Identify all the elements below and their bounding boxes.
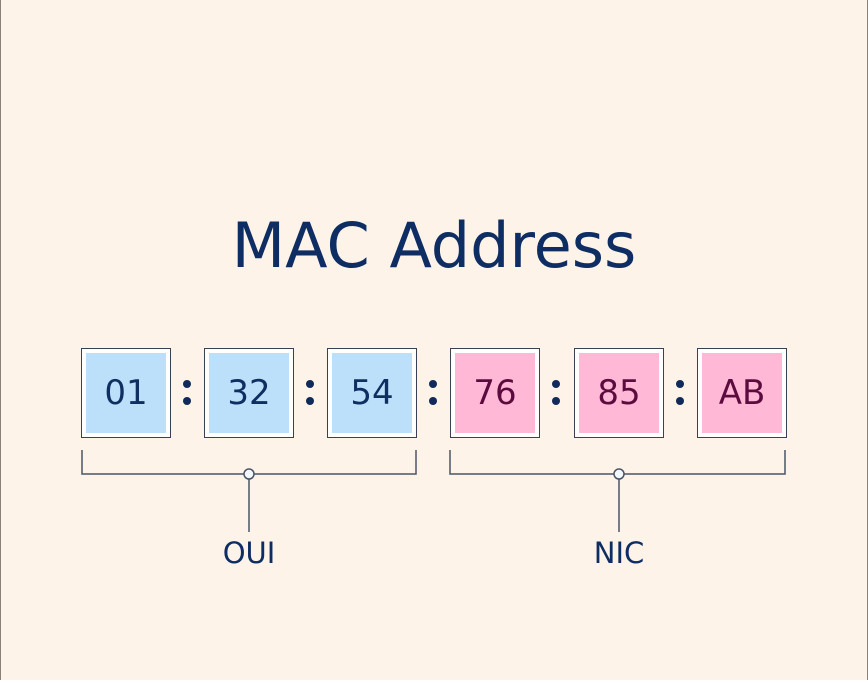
colon-dot <box>429 380 437 388</box>
colon-dot <box>306 397 314 405</box>
diagram-title: MAC Address <box>231 209 637 282</box>
nic-bracket <box>449 450 786 532</box>
colon-dot <box>183 397 191 405</box>
colon-separator <box>429 378 437 408</box>
octet-value: AB <box>702 353 782 433</box>
frame-left-border <box>0 0 1 680</box>
octet-value: 76 <box>455 353 535 433</box>
nic-label: NIC <box>593 536 645 570</box>
octet-box-2: 32 <box>204 348 294 438</box>
octet-box-6: AB <box>697 348 787 438</box>
octet-box-5: 85 <box>574 348 664 438</box>
octet-value: 01 <box>86 353 166 433</box>
octet-box-4: 76 <box>450 348 540 438</box>
octet-value: 85 <box>579 353 659 433</box>
colon-dot <box>676 397 684 405</box>
octet-box-1: 01 <box>81 348 171 438</box>
colon-dot <box>306 380 314 388</box>
octet-value: 32 <box>209 353 289 433</box>
octet-box-3: 54 <box>327 348 417 438</box>
colon-dot <box>552 397 560 405</box>
oui-label: OUI <box>222 536 276 570</box>
oui-bracket <box>81 450 417 532</box>
colon-separator <box>676 378 684 408</box>
colon-dot <box>183 380 191 388</box>
colon-dot <box>429 397 437 405</box>
colon-separator <box>306 378 314 408</box>
colon-separator <box>552 378 560 408</box>
colon-dot <box>552 380 560 388</box>
colon-dot <box>676 380 684 388</box>
colon-separator <box>183 378 191 408</box>
octet-value: 54 <box>332 353 412 433</box>
